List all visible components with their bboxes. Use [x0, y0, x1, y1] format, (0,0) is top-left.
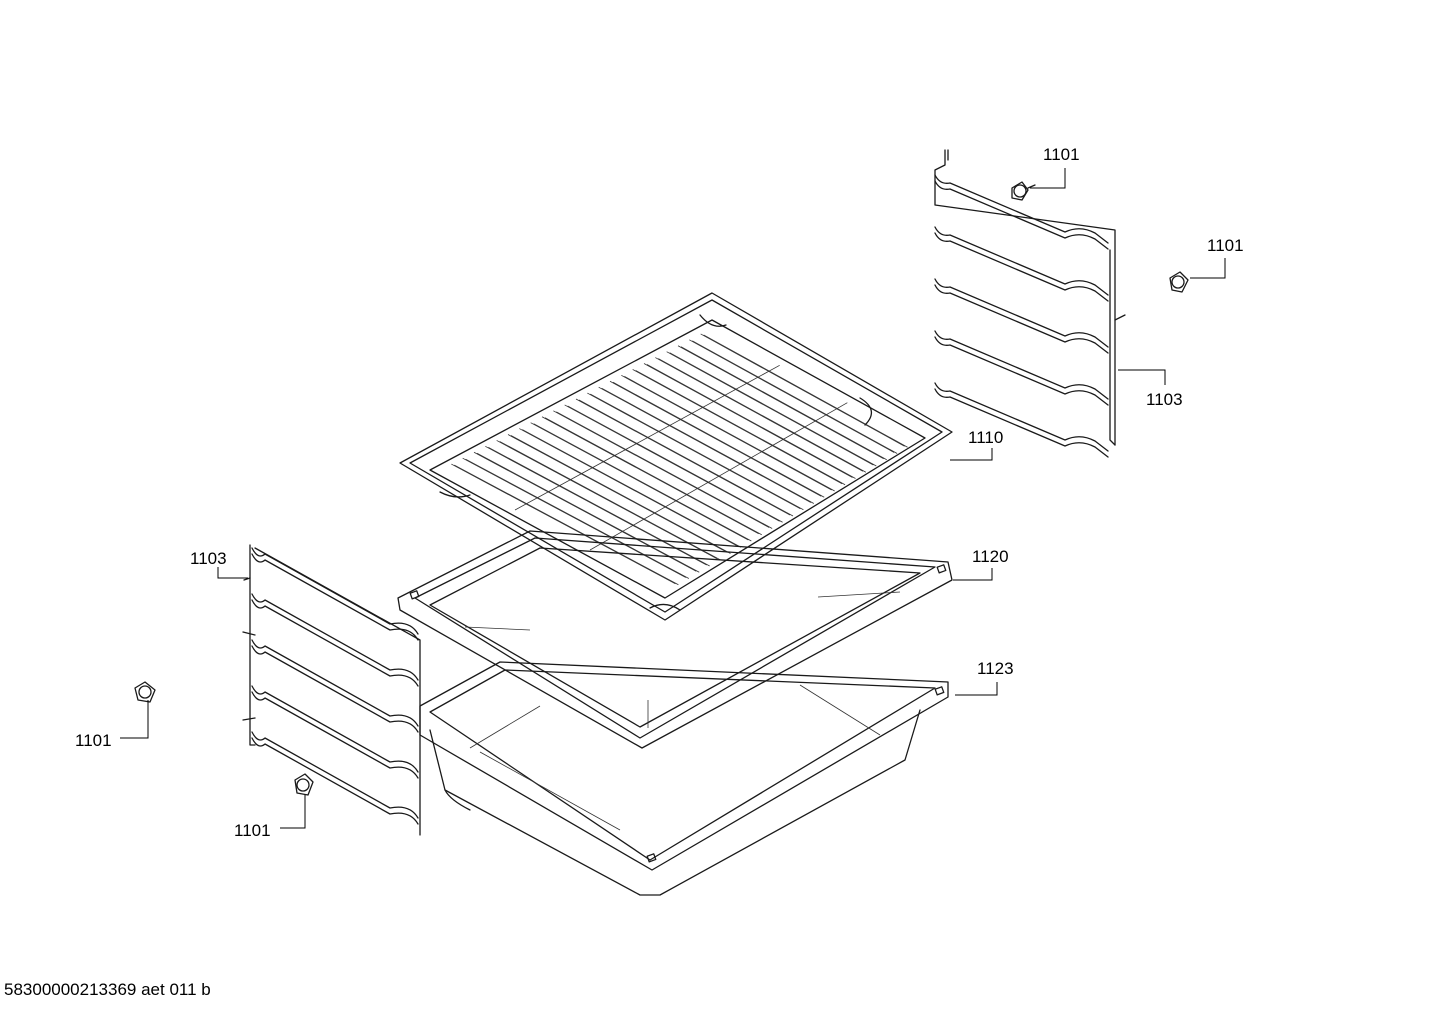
leader-lines: [120, 168, 1226, 829]
deep-baking-pan[interactable]: [419, 661, 949, 896]
side-rack-right[interactable]: [934, 149, 1126, 458]
callout-1101-bottom: 1101: [234, 821, 271, 840]
callout-1103-right: 1103: [1146, 390, 1183, 409]
callout-1103-left: 1103: [190, 549, 227, 568]
shallow-baking-tray[interactable]: [397, 530, 953, 749]
rack-clip-2[interactable]: [1169, 271, 1189, 293]
rack-clip-3[interactable]: [134, 681, 156, 703]
rack-clip-1[interactable]: [1011, 181, 1036, 201]
callout-1101-right: 1101: [1207, 236, 1244, 255]
callout-1123: 1123: [977, 659, 1014, 678]
callout-1110: 1110: [968, 428, 1003, 447]
callout-1101-top: 1101: [1043, 145, 1080, 164]
callout-1101-left: 1101: [75, 731, 112, 750]
wire-grid-shelf[interactable]: [399, 292, 953, 621]
rack-clip-4[interactable]: [294, 773, 314, 796]
side-rack-left[interactable]: [242, 544, 421, 836]
callout-1120: 1120: [972, 547, 1009, 566]
drawing-code: 58300000213369 aet 011 b: [4, 980, 211, 999]
